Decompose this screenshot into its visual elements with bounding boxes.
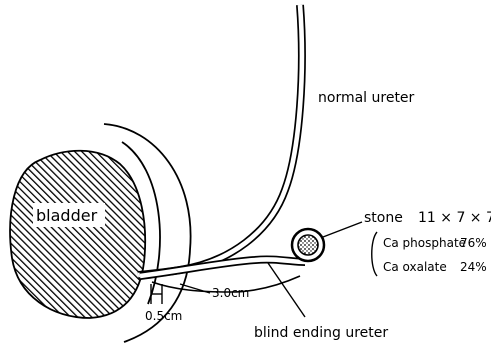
stone-leader [323, 222, 362, 237]
normal-ureter-label: normal ureter [318, 90, 415, 106]
composition-bracket [372, 232, 377, 276]
ca-phosphate-name: Ca phosphate [383, 236, 466, 250]
stone [298, 235, 318, 255]
blind-ureter-label: blind ending ureter [254, 325, 388, 341]
normal-ureter-outer [138, 5, 302, 275]
ca-oxalate-pct: 24% [460, 260, 487, 274]
bladder-label: bladder [36, 206, 98, 225]
stone-size-label: 11 × 7 × 7 mm [418, 210, 491, 226]
blind-ureter-leader [268, 263, 305, 317]
blind-length-leader [180, 284, 210, 293]
bladder-shape [10, 151, 145, 318]
blind-length-label: 3.0cm [212, 286, 249, 300]
ca-oxalate-name: Ca oxalate [383, 260, 447, 274]
gap-length-label: 0.5cm [145, 309, 182, 323]
ca-phosphate-pct: 76% [460, 236, 487, 250]
stone-label: stone [364, 210, 403, 226]
normal-ureter-lumen [138, 5, 302, 275]
